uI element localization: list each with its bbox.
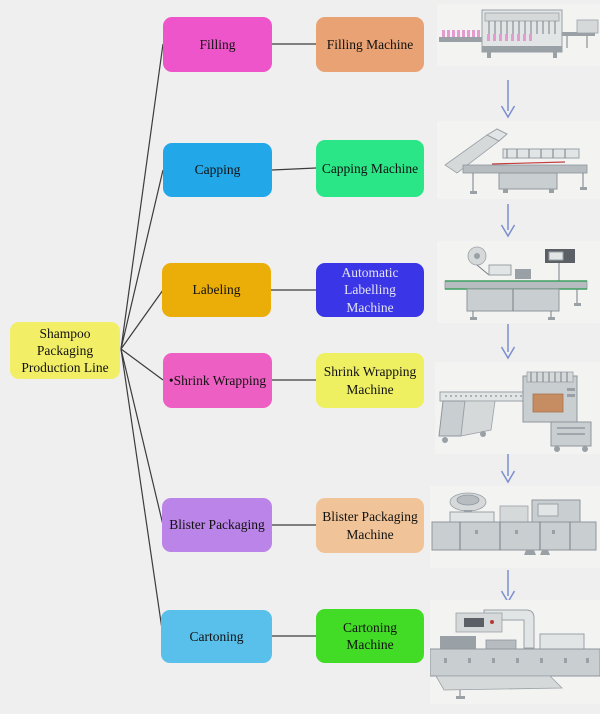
shrink-wrapping-machine-photo — [435, 362, 600, 454]
automatic-labelling-machine-photo — [437, 241, 600, 323]
machine-node-capping-machine: Capping Machine — [316, 140, 424, 197]
process-node-label: Blister Packaging — [169, 517, 265, 533]
capping-machine-photo — [437, 121, 600, 199]
machine-node-cartoning-machine: Cartoning Machine — [316, 609, 424, 663]
edge-root-filling — [120, 43, 164, 350]
process-node-shrink-wrapping: •Shrink Wrapping — [163, 353, 272, 408]
process-node-capping: Capping — [163, 143, 272, 197]
machine-node-label: Capping Machine — [321, 160, 419, 176]
process-node-cartoning: Cartoning — [161, 610, 272, 663]
cartoning-machine-photo — [430, 600, 600, 704]
machine-node-label: Filling Machine — [326, 36, 414, 52]
machine-node-label: Automatic Labelling Machine — [341, 265, 399, 315]
edge-root-shrink — [120, 348, 164, 381]
blister-packaging-machine-photo — [430, 486, 600, 568]
process-node-label: Capping — [194, 162, 241, 178]
process-node-labeling: Labeling — [162, 263, 271, 317]
process-node-label: Labeling — [192, 282, 241, 298]
machine-node-blister-packaging-machine: Blister Packaging Machine — [316, 498, 424, 553]
edge-root-labeling — [120, 289, 164, 350]
machine-node-label: Cartoning Machine — [343, 619, 397, 652]
root-node-shampoo-packaging-production-line: Shampoo Packaging Production Line — [10, 322, 120, 379]
root-node-label: Shampoo Packaging Production Line — [21, 325, 109, 376]
filling-machine-photo — [437, 4, 600, 66]
edge-root-capping — [120, 169, 164, 350]
process-node-label: Cartoning — [189, 628, 244, 644]
edge-capping-machine — [271, 167, 317, 171]
process-node-label: •Shrink Wrapping — [168, 372, 267, 388]
machine-node-shrink-wrapping-machine: Shrink Wrapping Machine — [316, 353, 424, 408]
process-node-blister-packaging: Blister Packaging — [162, 498, 272, 552]
machine-node-filling-machine: Filling Machine — [316, 17, 424, 72]
edge-root-blister — [120, 348, 164, 526]
process-node-filling: Filling — [163, 17, 272, 72]
down-arrow-icon-2 — [500, 204, 516, 238]
machine-node-automatic-labelling-machine: Automatic Labelling Machine — [316, 263, 424, 317]
machine-node-label: Shrink Wrapping Machine — [323, 364, 417, 397]
down-arrow-icon-1 — [500, 80, 516, 119]
machine-node-label: Blister Packaging Machine — [322, 509, 418, 542]
edge-root-cartoning — [120, 348, 164, 637]
down-arrow-icon-3 — [500, 324, 516, 360]
down-arrow-icon-5 — [500, 570, 516, 604]
process-node-label: Filling — [199, 36, 236, 52]
